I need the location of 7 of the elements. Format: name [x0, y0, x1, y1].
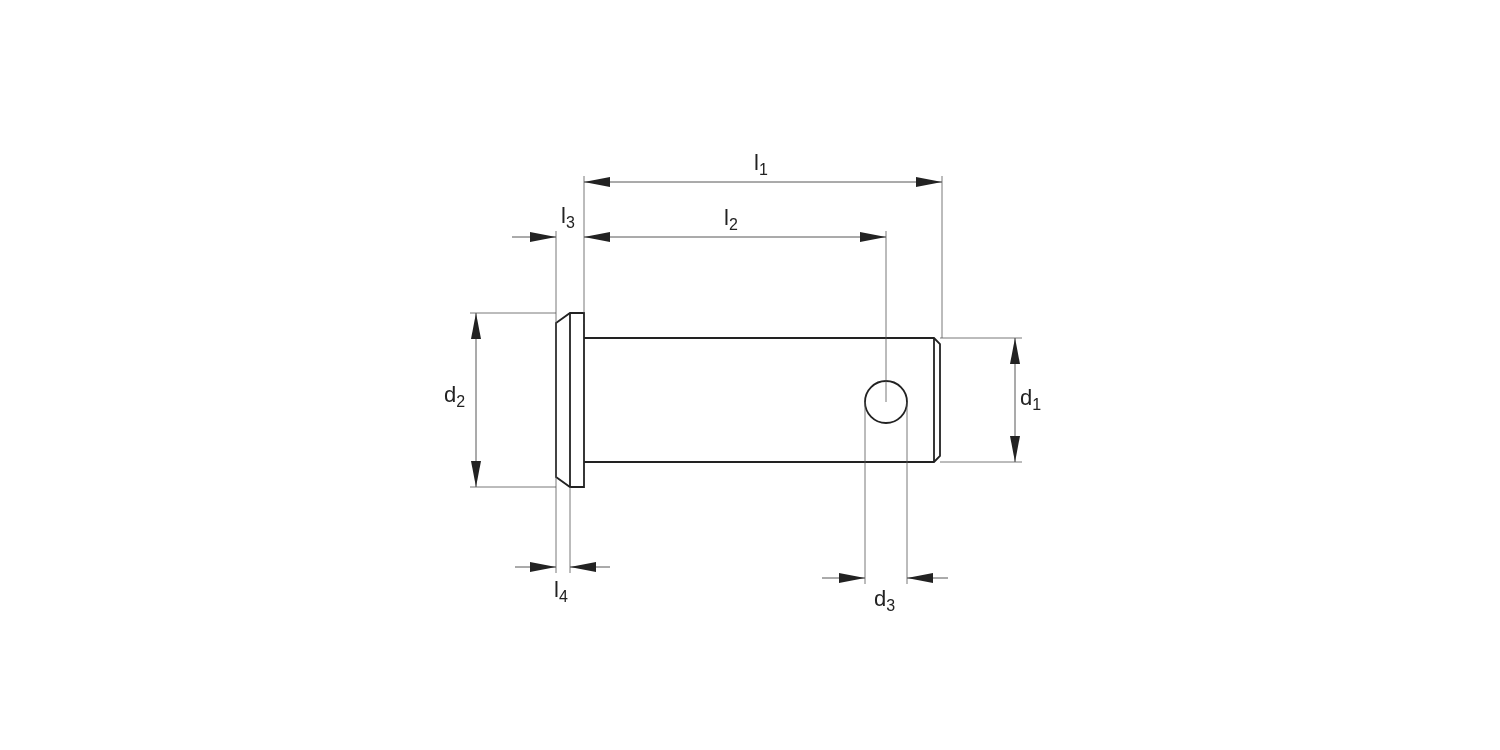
dimension-label: l$_{4}$: [554, 579, 568, 605]
dimension-label: d$_{2}$: [444, 384, 466, 410]
dimension-label: l$_{2}$: [724, 207, 738, 233]
dimension-label: l$_{1}$: [754, 152, 768, 178]
dimension-label: d$_{3}$: [874, 588, 896, 614]
dimension-label: l$_{3}$: [561, 205, 575, 231]
dimension-label: d$_{1}$: [1020, 387, 1042, 413]
